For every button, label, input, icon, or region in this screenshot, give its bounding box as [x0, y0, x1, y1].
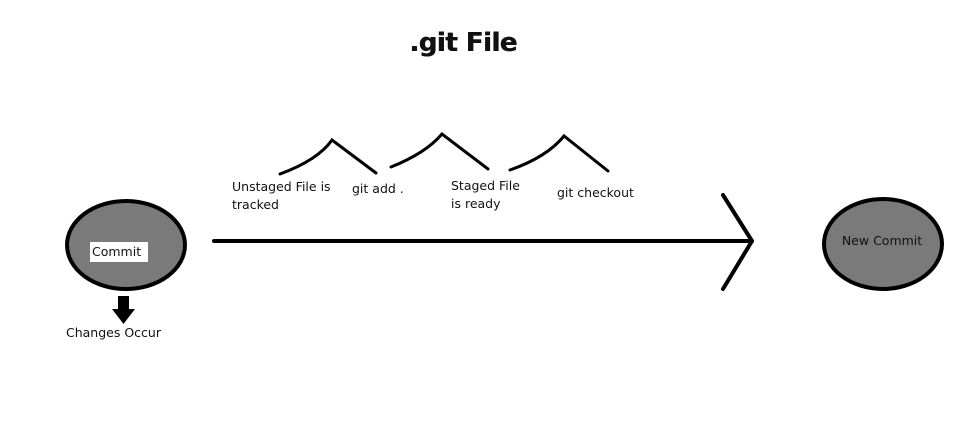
stage-curve-1	[278, 137, 378, 176]
staged-label-line2: is ready	[451, 196, 501, 211]
stage-curve-2	[389, 131, 490, 171]
unstaged-label-line1: Unstaged File is	[232, 179, 331, 194]
diagram-title: .git File	[409, 28, 517, 58]
timeline-arrow	[212, 193, 754, 291]
stage-curve-3	[508, 133, 610, 173]
down-arrow-icon	[112, 296, 135, 324]
start-commit-label: Commit	[90, 242, 148, 262]
new-commit-node	[822, 197, 944, 291]
staged-label-line1: Staged File	[451, 178, 520, 193]
git-checkout-label: git checkout	[557, 185, 634, 200]
git-add-label: git add .	[352, 181, 404, 196]
unstaged-label-line2: tracked	[232, 197, 279, 212]
changes-occur-label: Changes Occur	[66, 325, 161, 340]
new-commit-label: New Commit	[841, 233, 923, 248]
